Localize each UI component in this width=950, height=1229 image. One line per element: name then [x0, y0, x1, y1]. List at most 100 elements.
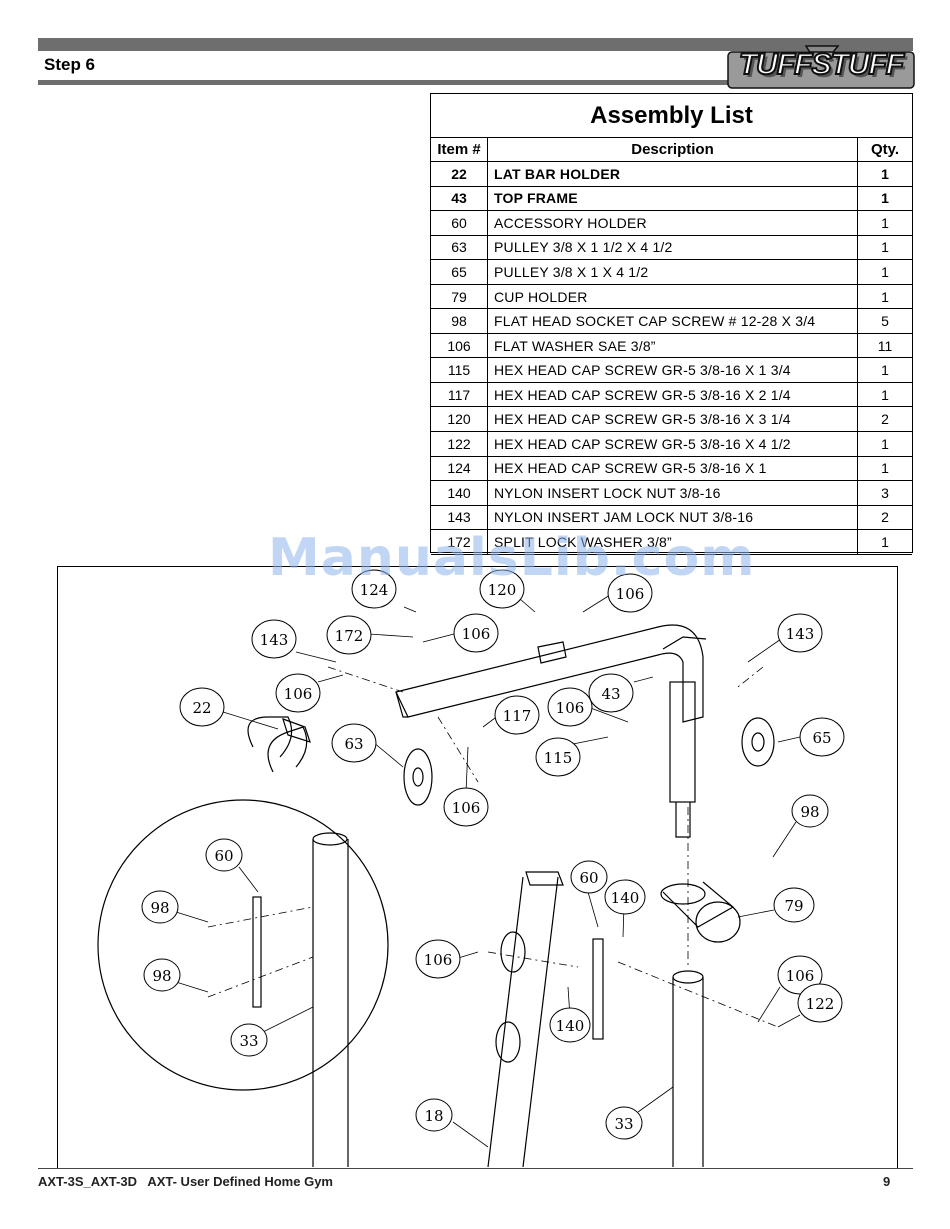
- callout-group: 124 120 106 172 106 143 143 106 22 117 1…: [141, 569, 845, 1140]
- svg-text:120: 120: [488, 581, 517, 599]
- page-number: 9: [883, 1174, 891, 1189]
- column-18-part: [487, 876, 559, 1168]
- callout-bubble: 122: [797, 983, 843, 1023]
- item-description: PULLEY 3/8 X 1 X 4 1/2: [487, 259, 858, 285]
- item-qty: 11: [857, 332, 912, 359]
- callout-bubble: 140: [549, 1007, 591, 1043]
- svg-text:63: 63: [344, 735, 363, 753]
- item-qty: 1: [857, 357, 912, 383]
- cup-holder-part: [695, 901, 741, 943]
- item-description: PULLEY 3/8 X 1 1/2 X 4 1/2: [487, 234, 858, 261]
- item-qty: 1: [857, 455, 912, 482]
- svg-text:117: 117: [503, 707, 532, 725]
- callout-bubble: 106: [415, 939, 461, 979]
- pulley-65-part: [751, 732, 765, 752]
- top-frame-part: [395, 691, 408, 718]
- lat-bar-holder-part: [282, 718, 311, 743]
- item-number: 117: [431, 381, 488, 408]
- svg-text:140: 140: [611, 889, 640, 907]
- svg-text:98: 98: [800, 803, 819, 821]
- brand-logo: TUFFSTUFF: [726, 42, 916, 98]
- upright-part: [672, 970, 704, 984]
- table-header-row: Item # Description Qty.: [431, 138, 912, 162]
- callout-bubble: 65: [799, 717, 845, 757]
- item-description: HEX HEAD CAP SCREW GR-5 3/8-16 X 3 1/4: [487, 406, 858, 433]
- callout-bubble: 18: [415, 1098, 453, 1132]
- callout-bubble: 115: [535, 737, 581, 777]
- callout-bubble: 106: [453, 613, 499, 653]
- svg-text:65: 65: [812, 729, 831, 747]
- accessory-holder-part: [252, 896, 262, 1008]
- svg-text:60: 60: [214, 847, 233, 865]
- item-qty: 1: [857, 234, 912, 261]
- svg-text:43: 43: [601, 685, 620, 703]
- item-qty: 1: [857, 283, 912, 310]
- svg-text:106: 106: [452, 799, 481, 817]
- item-description: NYLON INSERT LOCK NUT 3/8-16: [487, 480, 858, 506]
- cup-holder-part: [660, 883, 706, 905]
- item-number: 143: [431, 504, 488, 531]
- item-qty: 2: [857, 406, 912, 433]
- item-number: 22: [431, 161, 488, 187]
- item-number: 60: [431, 210, 488, 236]
- assembly-list: Assembly List Item # Description Qty. 22…: [430, 93, 913, 555]
- item-description: SPLIT LOCK WASHER 3/8”: [487, 529, 858, 555]
- svg-text:22: 22: [192, 699, 211, 717]
- item-number: 43: [431, 185, 488, 212]
- item-number: 98: [431, 308, 488, 334]
- exploded-assembly-diagram: 124 120 106 172 106 143 143 106 22 117 1…: [57, 566, 898, 1169]
- top-frame-part: [675, 802, 691, 838]
- item-number: 79: [431, 283, 488, 310]
- item-description: LAT BAR HOLDER: [487, 161, 858, 187]
- callout-bubble: 98: [141, 890, 179, 924]
- callout-bubble: 33: [605, 1106, 643, 1140]
- item-qty: 1: [857, 259, 912, 285]
- pulley-65-part: [741, 717, 775, 767]
- item-description: FLAT HEAD SOCKET CAP SCREW # 12-28 X 3/4: [487, 308, 858, 334]
- callout-bubble: 124: [351, 569, 397, 609]
- callout-bubble: 106: [547, 687, 593, 727]
- item-description: FLAT WASHER SAE 3/8”: [487, 332, 858, 359]
- svg-text:106: 106: [786, 967, 815, 985]
- column-18-part: [525, 871, 564, 886]
- item-description: HEX HEAD CAP SCREW GR-5 3/8-16 X 1 3/4: [487, 357, 858, 383]
- svg-text:172: 172: [335, 627, 364, 645]
- top-frame-part: [395, 624, 704, 723]
- lat-bar-holder-part: [247, 716, 293, 758]
- item-description: CUP HOLDER: [487, 283, 858, 310]
- svg-text:106: 106: [556, 699, 585, 717]
- callout-bubble: 98: [791, 794, 829, 828]
- top-frame-part: [662, 636, 707, 650]
- column-header-description: Description: [487, 138, 858, 162]
- step-title: Step 6: [44, 55, 96, 74]
- svg-text:98: 98: [152, 967, 171, 985]
- svg-text:106: 106: [284, 685, 313, 703]
- svg-text:60: 60: [579, 869, 598, 887]
- top-frame-part: [669, 681, 696, 803]
- item-description: HEX HEAD CAP SCREW GR-5 3/8-16 X 2 1/4: [487, 381, 858, 408]
- svg-text:79: 79: [784, 897, 803, 915]
- item-number: 124: [431, 455, 488, 482]
- item-number: 140: [431, 480, 488, 506]
- item-number: 65: [431, 259, 488, 285]
- item-description: ACCESSORY HOLDER: [487, 210, 858, 236]
- item-qty: 1: [857, 161, 912, 187]
- svg-text:33: 33: [239, 1032, 258, 1050]
- svg-text:122: 122: [806, 995, 835, 1013]
- top-frame-part: [537, 641, 567, 664]
- item-qty: 1: [857, 529, 912, 555]
- svg-text:98: 98: [150, 899, 169, 917]
- header-underline: [38, 80, 738, 85]
- callout-bubble: 172: [326, 615, 372, 655]
